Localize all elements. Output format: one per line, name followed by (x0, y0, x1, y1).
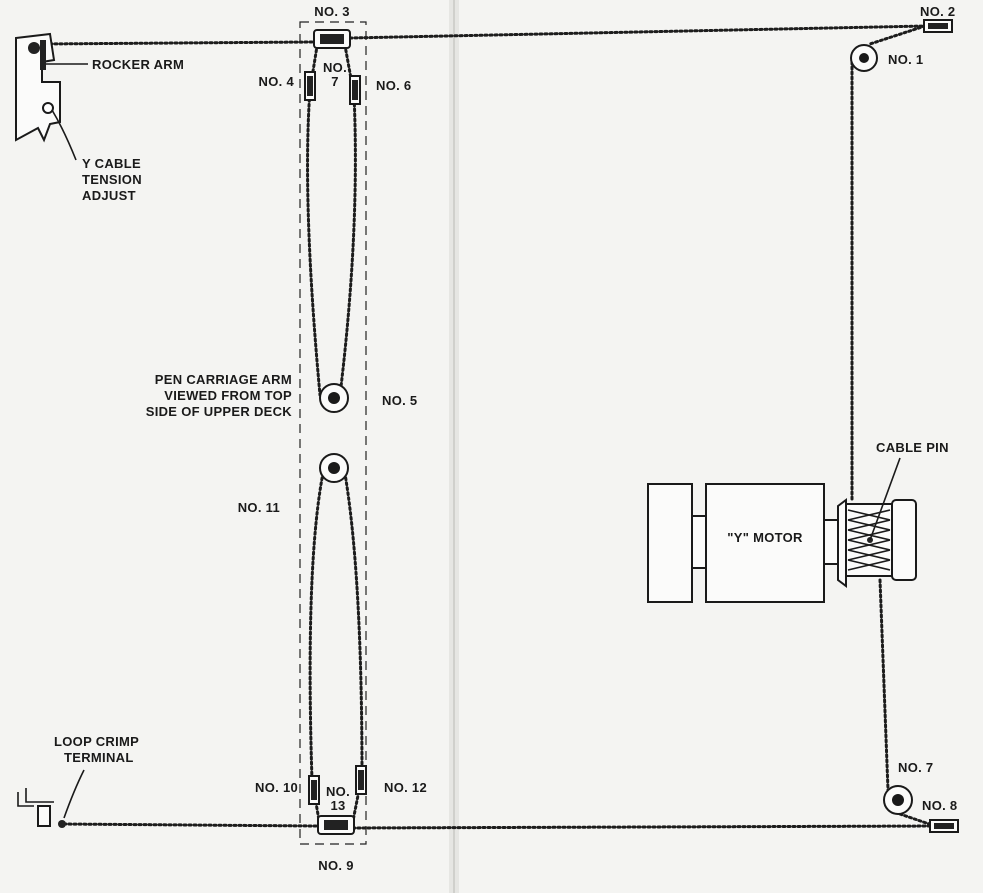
label-no5: NO. 5 (382, 393, 417, 408)
pulley-no3 (313, 29, 351, 49)
label-no11: NO. 11 (238, 500, 280, 515)
label-no7-top-b: 7 (331, 74, 339, 89)
label-no13-b: 13 (330, 798, 345, 813)
page-fold (449, 0, 459, 893)
label-cable-pin: CABLE PIN (876, 440, 949, 455)
pulley-no5 (319, 383, 349, 413)
y-motor-assembly (647, 457, 917, 603)
y-cable (38, 24, 937, 830)
cable-wrap (847, 509, 891, 571)
guide-no6 (349, 75, 361, 105)
label-no10: NO. 10 (255, 780, 298, 795)
pen-carriage-arm-frame (299, 21, 367, 845)
guide-no12 (355, 765, 367, 795)
labels: ROCKER ARM Y CABLE TENSION ADJUST NO. 3 … (54, 4, 957, 873)
label-no8: NO. 8 (922, 798, 957, 813)
pulley-no1 (850, 44, 878, 72)
label-pen-carriage-line2: VIEWED FROM TOP (164, 388, 292, 403)
cable-top-left-segment (38, 40, 314, 46)
cable-top-right-segment (348, 24, 927, 40)
label-rocker-arm: ROCKER ARM (92, 57, 184, 72)
rocker-arm-assembly (15, 32, 88, 161)
label-loop-crimp-line2: TERMINAL (64, 750, 134, 765)
pulley-no11 (319, 453, 349, 483)
cable-bottom-left-segment (60, 822, 318, 828)
label-y-cable-line1: Y CABLE (82, 156, 141, 171)
guide-no4 (304, 71, 316, 101)
label-y-cable-line2: TENSION (82, 172, 142, 187)
label-no9: NO. 9 (318, 858, 353, 873)
guide-no10 (308, 775, 320, 805)
guide-no2 (923, 19, 953, 33)
label-no4: NO. 4 (259, 74, 295, 89)
guide-no8 (929, 819, 959, 833)
label-no7-top-a: NO. (323, 60, 347, 75)
label-y-cable-line3: ADJUST (82, 188, 136, 203)
pulley-no9 (317, 815, 355, 835)
label-pen-carriage-line1: PEN CARRIAGE ARM (155, 372, 292, 387)
label-no7-right: NO. 7 (898, 760, 933, 775)
label-no13-a: NO. (326, 784, 350, 799)
label-no1: NO. 1 (888, 52, 923, 67)
cable-bottom-right-segment (350, 824, 937, 830)
cable-motor-to-no7 (878, 578, 890, 792)
cable-lower-loop (308, 466, 364, 828)
label-no2: NO. 2 (920, 4, 955, 19)
label-y-motor: "Y" MOTOR (727, 530, 803, 545)
label-no3: NO. 3 (314, 4, 349, 19)
loop-crimp-terminal (17, 769, 85, 828)
label-pen-carriage-line3: SIDE OF UPPER DECK (146, 404, 293, 419)
pulley-no7 (883, 785, 913, 815)
label-no12: NO. 12 (384, 780, 427, 795)
label-no6: NO. 6 (376, 78, 411, 93)
label-loop-crimp-line1: LOOP CRIMP (54, 734, 139, 749)
cable-upper-loop (306, 38, 357, 397)
cable-no2-to-no1 (868, 24, 927, 46)
